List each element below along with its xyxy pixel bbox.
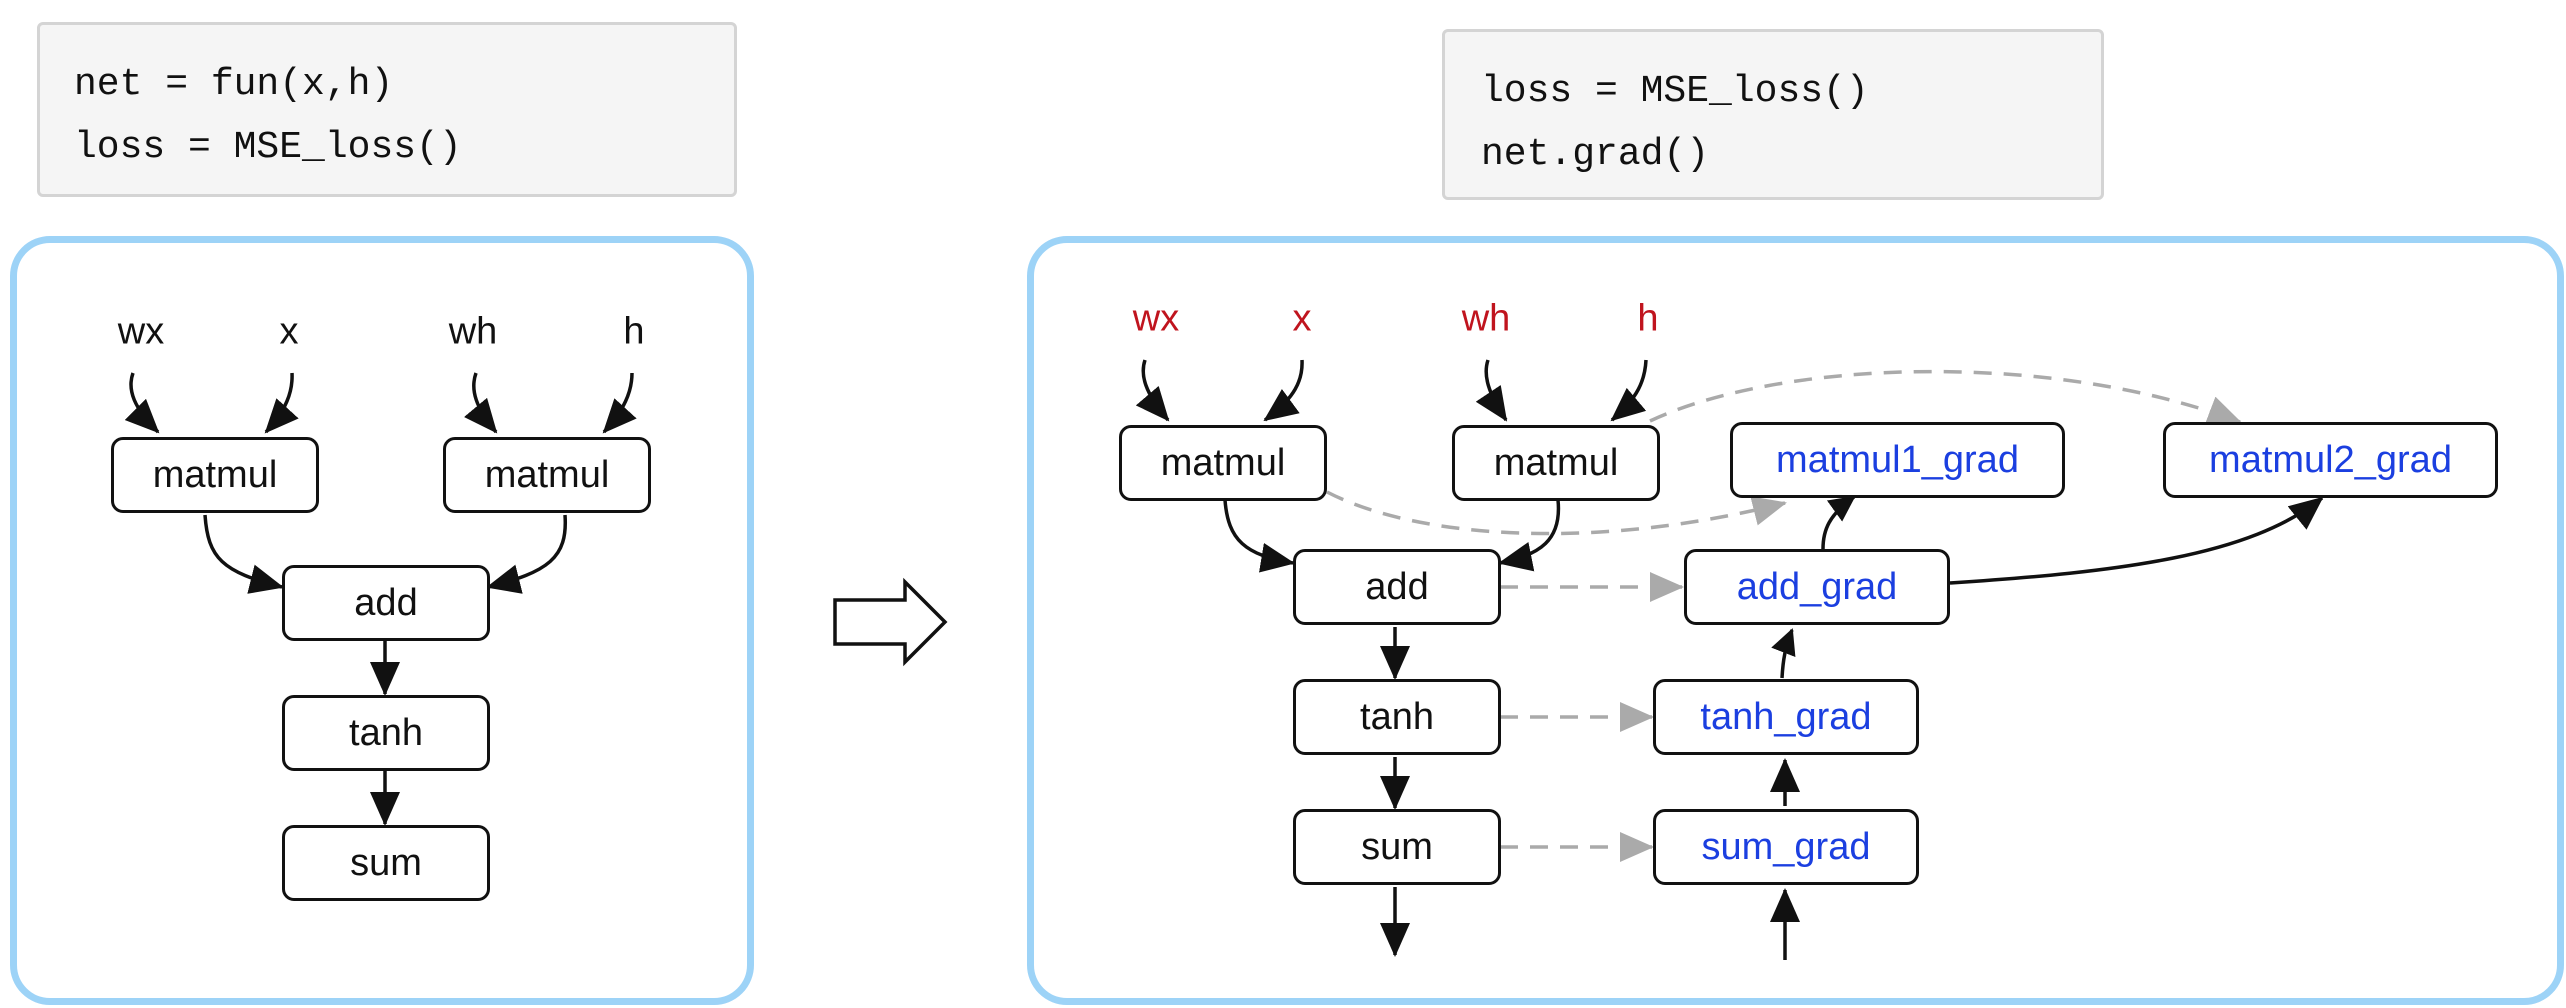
node-matmul1-grad: matmul1_grad — [1730, 422, 2065, 498]
input-label-h: h — [623, 310, 645, 353]
code-line: loss = MSE_loss() — [74, 126, 462, 169]
edge-dashed-matmul-matmul2-grad — [1649, 369, 2242, 425]
edge-matmul-add — [1498, 499, 1561, 572]
edge-wh-matmul — [1475, 359, 1508, 422]
node-matmul: matmul — [1119, 425, 1327, 501]
node-sum-grad: sum_grad — [1653, 809, 1919, 885]
node-sum: sum — [1293, 809, 1501, 885]
node-tanh-grad: tanh_grad — [1653, 679, 1919, 755]
edge-h-matmul — [602, 372, 637, 434]
edge-matmul-add — [203, 514, 284, 594]
input-label-x: x — [279, 310, 299, 353]
node-sum: sum — [282, 825, 490, 901]
node-matmul: matmul — [111, 437, 319, 513]
edge-matmul-add — [486, 514, 568, 594]
node-add-grad: add_grad — [1684, 549, 1950, 625]
node-matmul: matmul — [1452, 425, 1660, 501]
edge-add-grad-matmul1-grad — [1821, 495, 1856, 550]
code-line: net.grad() — [1481, 133, 1710, 176]
edge-wx-matmul — [124, 372, 160, 434]
edge-x-matmul — [1263, 359, 1304, 422]
node-matmul: matmul — [443, 437, 651, 513]
node-matmul2-grad: matmul2_grad — [2163, 422, 2498, 498]
node-add: add — [282, 565, 490, 641]
node-tanh: tanh — [282, 695, 490, 771]
edge-h-matmul — [1610, 359, 1648, 422]
input-label-h: h — [1637, 297, 1659, 340]
node-tanh: tanh — [1293, 679, 1501, 755]
edge-wh-matmul — [463, 372, 498, 434]
edge-matmul-add — [1223, 499, 1295, 573]
input-label-wx: wx — [117, 310, 165, 353]
input-label-wh: wh — [1461, 297, 1511, 340]
code-line: loss = MSE_loss() — [1481, 70, 1869, 113]
edge-tanh-grad-add-grad — [1771, 628, 1796, 679]
edge-dashed-matmul-matmul1-grad — [1326, 490, 1787, 536]
right-outline-arrow-icon — [833, 577, 948, 667]
edge-wx-matmul — [1135, 359, 1170, 422]
edge-add-grad-matmul2-grad — [1949, 496, 2324, 585]
input-label-wh: wh — [448, 310, 498, 353]
code-box-forward: net = fun(x,h) loss = MSE_loss() — [37, 22, 737, 197]
input-label-x: x — [1292, 297, 1312, 340]
node-add: add — [1293, 549, 1501, 625]
input-label-wx: wx — [1132, 297, 1180, 340]
edge-x-matmul — [264, 372, 299, 434]
code-box-backward: loss = MSE_loss() net.grad() — [1442, 29, 2104, 200]
code-line: net = fun(x,h) — [74, 63, 394, 106]
